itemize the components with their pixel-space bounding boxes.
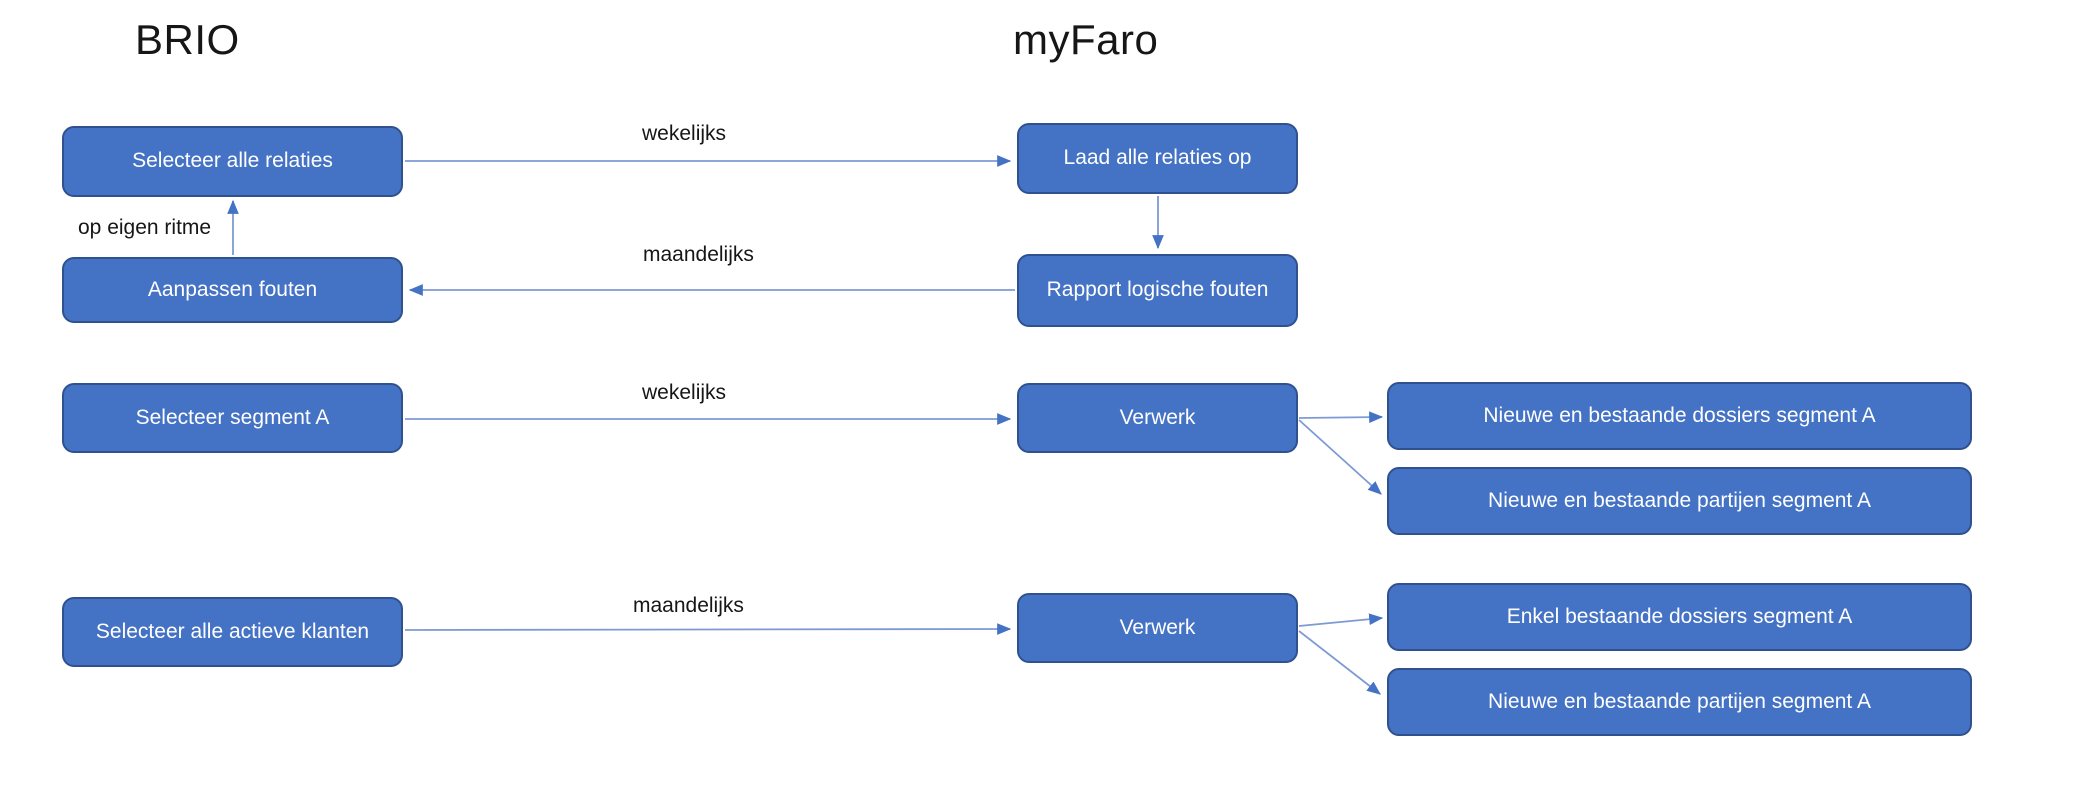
box-selecteer-actieve-klanten: Selecteer alle actieve klanten: [62, 597, 403, 667]
arrow-verwerk-to-dossiers-weekly: [1298, 411, 1384, 423]
box-selecteer-alle-relaties: Selecteer alle relaties: [62, 126, 403, 197]
edge-label-wekelijks-segment: wekelijks: [642, 381, 727, 404]
arrow-verwerk-to-dossiers-monthly: [1298, 613, 1384, 627]
box-nieuwe-partijen-segment-a-monthly: Nieuwe en bestaande partijen segment A: [1387, 668, 1972, 736]
box-nieuwe-partijen-segment-a-weekly: Nieuwe en bestaande partijen segment A: [1387, 467, 1972, 535]
box-enkel-dossiers-segment-a: Enkel bestaande dossiers segment A: [1387, 583, 1972, 651]
arrow-monthly-klanten: [404, 623, 1012, 635]
box-verwerk-weekly: Verwerk: [1017, 383, 1298, 453]
box-rapport-logische-fouten: Rapport logische fouten: [1017, 254, 1298, 327]
box-aanpassen-fouten: Aanpassen fouten: [62, 257, 403, 323]
arrow-verwerk-to-partijen-monthly: [1298, 630, 1381, 695]
column-title-myfaro: myFaro: [1013, 16, 1159, 63]
box-verwerk-monthly: Verwerk: [1017, 593, 1298, 663]
edge-label-maandelijks-klanten: maandelijks: [633, 594, 744, 617]
edge-label-op-eigen-ritme: op eigen ritme: [78, 216, 212, 239]
edge-label-maandelijks-rapport: maandelijks: [643, 243, 754, 266]
box-selecteer-segment-a: Selecteer segment A: [62, 383, 403, 453]
edge-label-wekelijks-relaties: wekelijks: [642, 122, 727, 145]
box-laad-alle-relaties-op: Laad alle relaties op: [1017, 123, 1298, 194]
column-title-brio: BRIO: [135, 16, 240, 63]
box-nieuwe-dossiers-segment-a: Nieuwe en bestaande dossiers segment A: [1387, 382, 1972, 450]
arrow-verwerk-to-partijen-weekly: [1298, 419, 1382, 495]
